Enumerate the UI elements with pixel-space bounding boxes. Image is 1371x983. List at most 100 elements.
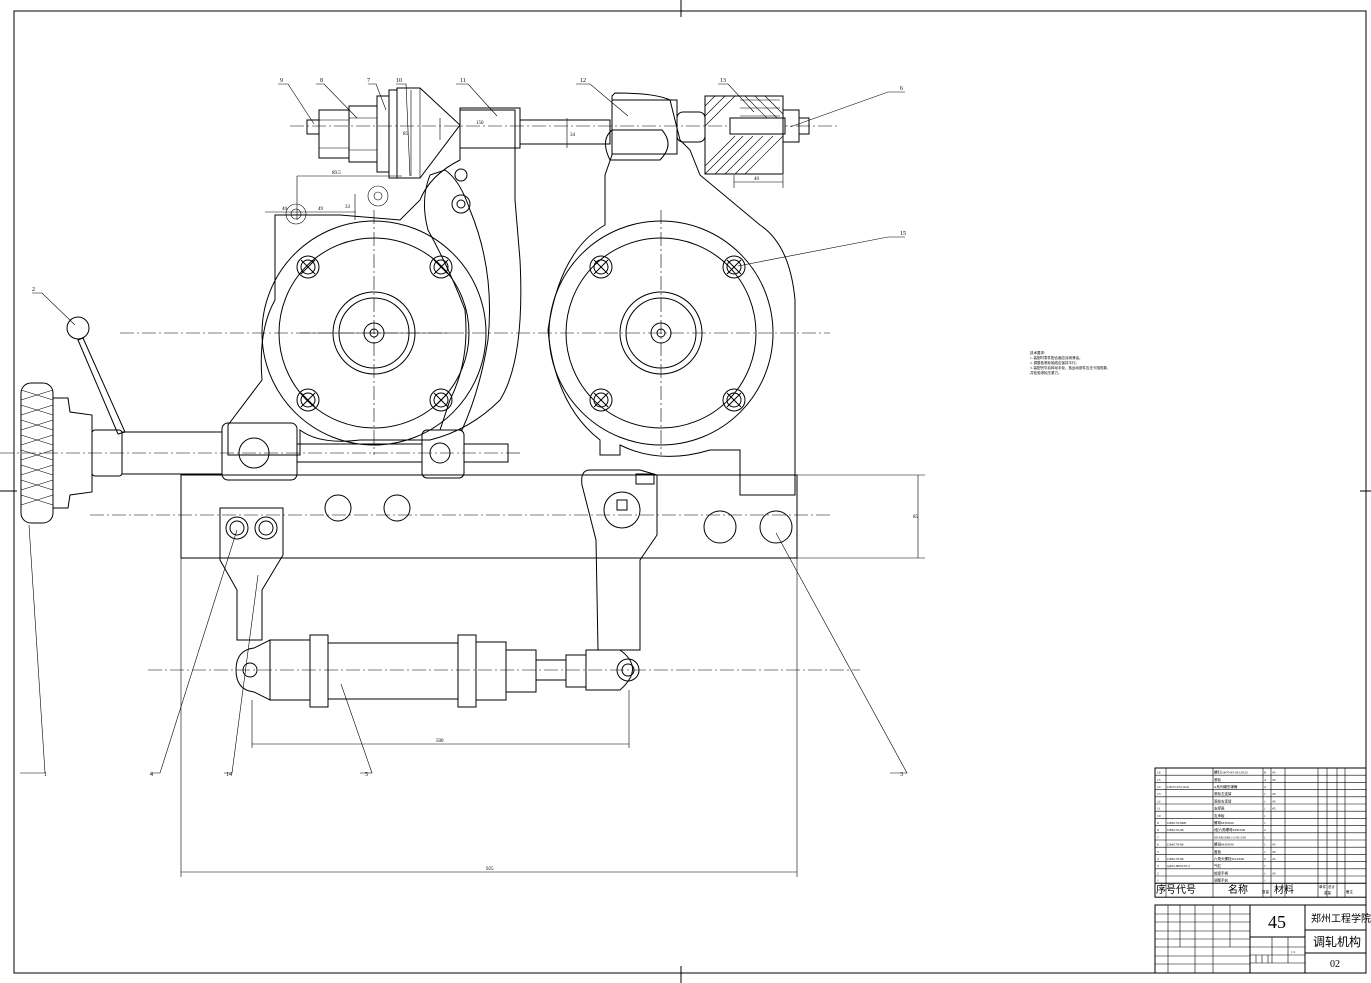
tech-note-1: 1. 装配时零件配合面应涂润滑油。 [1030, 355, 1083, 360]
bom-row-no: 3 [1157, 864, 1159, 868]
bom-row-name: 滚轮 [1214, 777, 1222, 782]
bom-row-qty: 1 [1264, 871, 1266, 875]
title-block: 45 郑州工程学院 调轧机构 02 1:1 [1154, 904, 1371, 974]
lock-handle [66, 316, 126, 435]
bom-row-name: 螺钉GB70-85-M12X25 [1214, 770, 1248, 775]
title-scale: 1:1 [1291, 950, 1296, 954]
dim-total-width: 925 [486, 867, 494, 872]
dimension-values: 925 500 85 89.5 49 33 40 34 150 85 40 [282, 121, 919, 872]
title-drawing-no: 02 [1330, 959, 1340, 970]
bom-header-material: 材料 [1274, 883, 1294, 896]
callout-12: 12 [580, 78, 586, 84]
bom-row-qty: 1 [1264, 792, 1266, 796]
tech-note-title: 技术要求： [1030, 350, 1048, 355]
right-roller [548, 210, 774, 455]
callout-3: 3 [900, 772, 903, 778]
callout-13: 13 [720, 78, 726, 84]
bom-row-material: 45 [1272, 850, 1276, 854]
callout-14: 14 [226, 772, 232, 778]
dim-cylinder-stroke: 500 [436, 739, 444, 744]
bom-row-name: 锁紧手柄 [1214, 870, 1229, 875]
tech-note-3: 3. 装配完毕后转动手轮，各运动部件应无卡阻现象， [1030, 365, 1111, 370]
bom-row-no: 16 [1157, 771, 1161, 775]
dim-c: 33 [345, 205, 351, 210]
bom-row-name: 六角头螺栓M12X60 [1214, 856, 1244, 861]
top-screw [306, 87, 810, 179]
callout-11: 11 [460, 78, 466, 84]
bom-row-name: 滚轮右连臂 [1214, 798, 1232, 803]
bom-row-qty: 2 [1264, 828, 1266, 832]
bom-row-no: 5 [1157, 850, 1159, 854]
cylinder [235, 634, 640, 708]
bom-row-no: 11 [1157, 807, 1161, 811]
bom-row-no: 15 [1157, 778, 1161, 782]
dim-plate-height: 85 [913, 515, 919, 520]
bom-row-qty: 1 [1264, 879, 1266, 883]
bom-row-no: 13 [1157, 792, 1161, 796]
drawing-border [13, 10, 1367, 974]
callout-2: 2 [32, 287, 35, 293]
title-material: 45 [1268, 912, 1286, 932]
bom-row-qty: 1 [1264, 835, 1266, 839]
callout-6: 6 [900, 86, 903, 92]
dim-e: 34 [570, 133, 576, 138]
bom-header-weight: 重量 [1324, 890, 1332, 895]
bom-row-qty: 1 [1264, 799, 1266, 803]
bom-header-weight: 单件 [1319, 884, 1327, 889]
bom-row-qty: 1 [1264, 807, 1266, 811]
bom-row-name: 滚轮左连臂 [1214, 791, 1232, 796]
bom-header-qty: 数量 [1262, 889, 1270, 894]
bom-row-code: GB6178-86B [1167, 821, 1187, 825]
bom-row-no: 2 [1157, 871, 1159, 875]
bom-row-no: 4 [1157, 857, 1159, 861]
bom-row-name: 气缸 [1214, 863, 1222, 868]
dim-d: 40 [282, 207, 288, 212]
bom-row-name: 盖板 [1214, 849, 1222, 854]
base-plate [180, 474, 798, 559]
bom-row-material: 45 [1272, 778, 1276, 782]
bom-row-qty: 1 [1264, 864, 1266, 868]
bom-row-no: 6 [1157, 843, 1159, 847]
bom-row-material: 45 [1272, 771, 1276, 775]
dim-a: 89.5 [332, 171, 341, 176]
bom-row-qty: 1 [1264, 821, 1266, 825]
callout-8: 8 [320, 78, 323, 84]
callout-7: 7 [367, 78, 370, 84]
callout-9: 9 [280, 78, 283, 84]
bom-row-qty: 8 [1264, 771, 1266, 775]
callout-4: 4 [150, 772, 153, 778]
bom-row-material: 45 [1272, 792, 1276, 796]
tech-note-2: 2. 调整各滚轮轴线应保持平行。 [1030, 360, 1079, 365]
callouts: 1 2 3 4 5 6 7 8 9 10 11 12 13 14 15 [32, 78, 906, 778]
tech-notes: 技术要求： 1. 装配时零件配合面应涂润滑油。 2. 调整各滚轮轴线应保持平行。… [1030, 350, 1111, 375]
bom-row-material: 45 [1272, 857, 1276, 861]
tech-note-4: 并检验滚轮压紧力。 [1030, 370, 1062, 375]
title-drawing-name: 调轧机构 [1313, 934, 1361, 949]
bom-row-no: 14 [1157, 785, 1161, 789]
bom-header-weight: 总计 [1328, 884, 1336, 889]
bom-header-name: 名称 [1228, 883, 1248, 896]
dim-g: 85 [403, 132, 409, 137]
callout-15: 15 [900, 231, 906, 237]
dim-f: 150 [476, 121, 484, 126]
bom-row-code: GB/T1972-92A [1167, 785, 1190, 789]
bom-row-qty: 2 [1264, 857, 1266, 861]
bom-row-material: 45 [1272, 807, 1276, 811]
bom-row-material: 45 [1272, 799, 1276, 803]
bom-row-code: QKD-800X70-2 [1167, 864, 1190, 868]
mechanism [0, 83, 925, 877]
bom-row-qty: 1 [1264, 843, 1266, 847]
bom-row-qty: 4 [1264, 785, 1266, 789]
bom-row-qty: 4 [1264, 778, 1266, 782]
bom-row-qty: 1 [1264, 814, 1266, 818]
bom-header-code: 代号 [1176, 884, 1196, 896]
bom-header-remark: 备注 [1346, 889, 1354, 894]
bom-row-material: 45 [1272, 871, 1276, 875]
bom-row-code: GB6178-86 [1167, 857, 1184, 861]
bom-row-no: 12 [1157, 799, 1161, 803]
callout-1: 1 [44, 772, 47, 778]
bom-row-no: 9 [1157, 821, 1159, 825]
title-school: 郑州工程学院 [1311, 912, 1371, 925]
